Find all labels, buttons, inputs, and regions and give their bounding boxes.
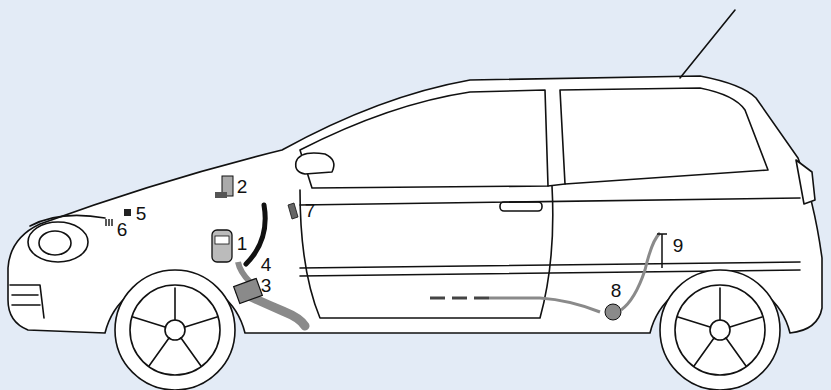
callout-number: 3 (261, 276, 272, 295)
callout-number: 9 (673, 236, 684, 255)
callout-number: 8 (611, 281, 622, 300)
callout-number: 4 (261, 255, 272, 274)
callout-number: 6 (117, 220, 128, 239)
callout-number: 2 (237, 177, 248, 196)
callout-number: 1 (237, 234, 248, 253)
callout-number: 7 (305, 201, 316, 220)
callout-number: 5 (136, 204, 147, 223)
